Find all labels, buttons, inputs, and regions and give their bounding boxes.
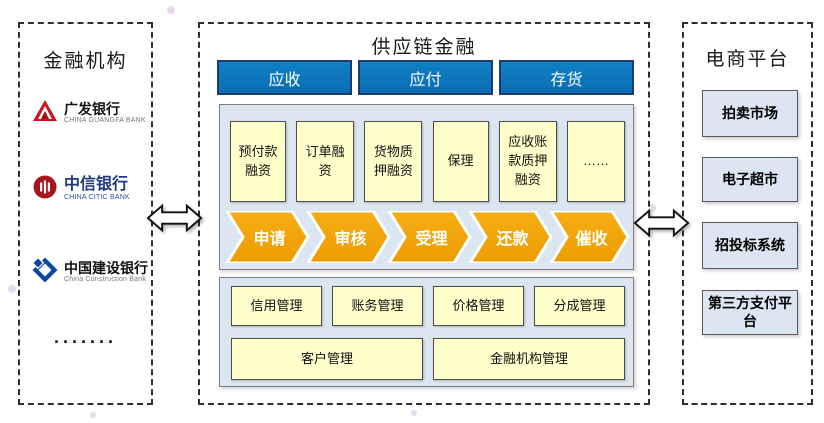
share-management-box: 分成管理 (534, 286, 625, 326)
products-process-area: 预付款融资 订单融资 货物质押融资 保理 应收账款质押融资 …… (219, 104, 634, 270)
bank-subtitle: CHINA CITIC BANK (64, 194, 130, 202)
institution-management-box: 金融机构管理 (433, 338, 625, 380)
bank-name: 中国建设银行 (64, 260, 148, 277)
management-row-2: 客户管理 金融机构管理 (231, 338, 625, 380)
bank-item-citic: 中信银行 CHINA CITIC BANK (32, 174, 130, 205)
ccb-logo-icon (32, 257, 58, 288)
product-boxes-row: 预付款融资 订单融资 货物质押融资 保理 应收账款质押融资 …… (230, 121, 625, 202)
process-step-apply: 申请 (253, 231, 286, 248)
third-party-payment-box: 第三方支付平台 (702, 290, 798, 335)
speckle (90, 412, 96, 418)
tab-receivables: 应收 (217, 60, 352, 95)
bank-name: 广发银行 (64, 101, 120, 118)
ecommerce-platform-title: 电商平台 (705, 49, 790, 70)
guangfa-logo-icon (32, 98, 58, 129)
speckle (648, 204, 656, 212)
tab-inventory: 存货 (499, 60, 634, 95)
account-management-box: 账务管理 (332, 286, 423, 326)
e-supermarket-box: 电子超市 (702, 157, 798, 202)
chevron-arrows-icon (224, 209, 630, 265)
more-banks-ellipsis: ······· (54, 332, 117, 352)
tab-payables: 应付 (358, 60, 493, 95)
bank-name: 中信银行 (64, 176, 129, 194)
bank-item-guangfa: 广发银行 CHINA GUANGFA BANK (32, 98, 146, 129)
product-box: …… (566, 121, 625, 202)
process-step-review: 审核 (334, 231, 367, 248)
citic-logo-icon (32, 174, 58, 205)
bank-subtitle: CHINA GUANGFA BANK (64, 117, 146, 125)
management-row-1: 信用管理 账务管理 价格管理 分成管理 (231, 286, 625, 326)
customer-management-box: 客户管理 (231, 338, 423, 380)
process-step-repay: 还款 (496, 231, 529, 248)
process-step-accept: 受理 (415, 231, 448, 248)
supply-chain-finance-panel: 供应链金融 应收 应付 存货 预付款融资 订单融资 货物质押融资 保理 应收账款… (198, 22, 650, 405)
bidding-system-box: 招投标系统 (702, 222, 798, 269)
product-box: 应收账款质押融资 (498, 121, 557, 202)
price-management-box: 价格管理 (433, 286, 524, 326)
financial-institutions-title: 金融机构 (43, 51, 128, 72)
product-box: 订单融资 (296, 121, 355, 202)
speckle (8, 285, 16, 293)
process-step-collection: 催收 (575, 231, 608, 248)
product-box: 货物质押融资 (364, 121, 423, 202)
right-double-arrow-icon (633, 203, 690, 243)
speckle (167, 6, 175, 14)
auction-market-box: 拍卖市场 (702, 90, 798, 137)
product-box: 保理 (432, 121, 489, 202)
management-area: 信用管理 账务管理 价格管理 分成管理 客户管理 金融机构管理 (219, 277, 634, 387)
finance-category-tabs: 应收 应付 存货 (217, 60, 634, 95)
process-flow-arrows: 申请 审核 受理 还款 催收 (224, 209, 630, 265)
left-double-arrow-icon (146, 198, 203, 238)
bank-item-ccb: 中国建设银行 China Construction Bank (32, 257, 148, 288)
credit-management-box: 信用管理 (231, 286, 322, 326)
supply-chain-finance-title: 供应链金融 (371, 37, 477, 58)
speckle (411, 410, 417, 416)
product-box: 预付款融资 (230, 121, 286, 202)
ecommerce-platform-panel: 电商平台 拍卖市场 电子超市 招投标系统 第三方支付平台 (682, 22, 813, 405)
financial-institutions-panel: 金融机构 广发银行 CHINA GUANGFA BANK (18, 22, 153, 405)
bank-subtitle: China Construction Bank (64, 276, 147, 284)
